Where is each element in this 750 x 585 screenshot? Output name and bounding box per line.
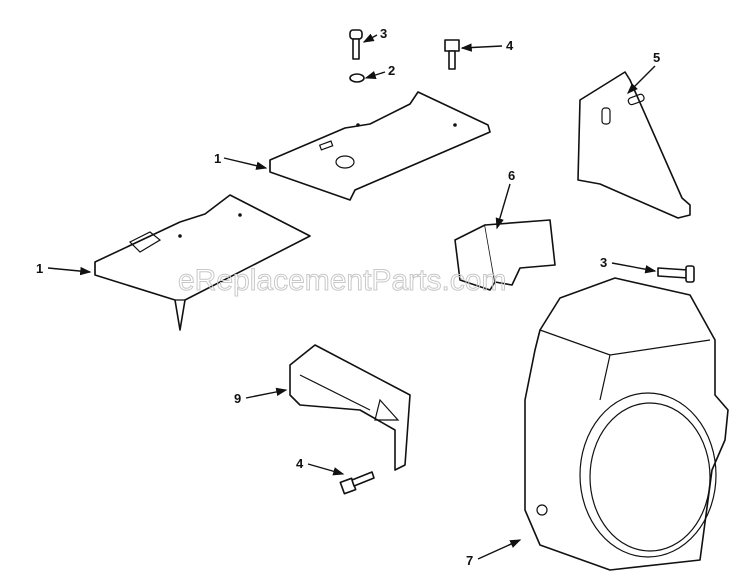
- callout-5: 5: [627, 50, 660, 94]
- side-shield: [577, 71, 691, 219]
- blower-housing: [524, 277, 729, 571]
- screw-top: [349, 29, 363, 60]
- callout-2: 2: [364, 63, 395, 80]
- svg-text:5: 5: [653, 50, 660, 65]
- svg-text:1: 1: [36, 261, 43, 276]
- callout-1-lower: 1: [36, 261, 92, 276]
- callout-3-top: 3: [362, 26, 387, 43]
- callout-6: 6: [495, 168, 515, 230]
- svg-text:1: 1: [214, 151, 221, 166]
- washer: [349, 73, 365, 83]
- watermark: eReplacementParts.com: [178, 264, 506, 297]
- callout-4-lower: 4: [296, 456, 345, 476]
- svg-text:4: 4: [296, 456, 304, 471]
- bolt-lower: [339, 471, 375, 495]
- callout-7: 7: [466, 539, 522, 568]
- bracket: [454, 219, 556, 291]
- bolt-top: [444, 39, 460, 70]
- top-shield-lower: [94, 194, 311, 331]
- svg-text:3: 3: [380, 26, 387, 41]
- svg-text:9: 9: [234, 391, 241, 406]
- svg-text:6: 6: [508, 168, 515, 183]
- air-guide: [289, 344, 411, 471]
- callout-3-right: 3: [600, 255, 657, 274]
- callout-1-upper: 1: [214, 151, 268, 170]
- top-shield-upper: [269, 91, 491, 201]
- screw: [657, 265, 695, 283]
- svg-text:2: 2: [388, 63, 395, 78]
- svg-text:7: 7: [466, 553, 473, 568]
- svg-text:3: 3: [600, 255, 607, 270]
- callout-9: 9: [234, 387, 288, 406]
- svg-text:4: 4: [506, 38, 514, 53]
- callout-4-top: 4: [460, 38, 514, 53]
